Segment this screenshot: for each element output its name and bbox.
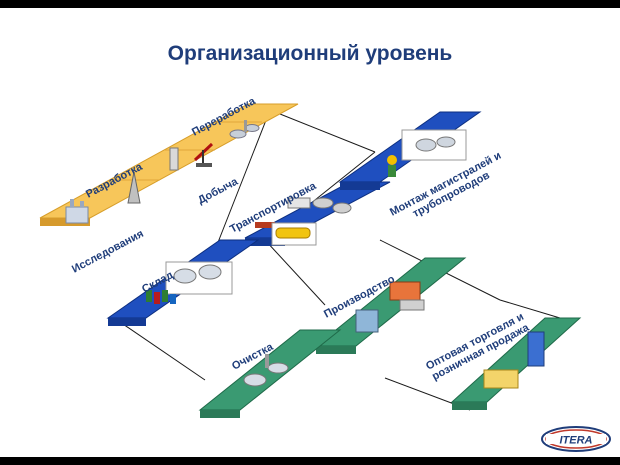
- itera-logo: ITERA: [541, 426, 611, 452]
- upstream-panel: [39, 103, 299, 226]
- top-bar: [0, 0, 620, 8]
- storage-tank-icon-2: [198, 264, 222, 280]
- production-panel: [314, 257, 467, 354]
- connector-transport-production: [264, 239, 326, 306]
- factory-unit-icon: [355, 309, 379, 333]
- storage-tank-icon: [173, 268, 197, 284]
- tank-truck-icon: [275, 227, 311, 239]
- cleaning-panel: [198, 329, 342, 418]
- truck-icon: [287, 197, 311, 209]
- research-tower-icon: [70, 199, 74, 207]
- montazh-tank-icon: [415, 138, 437, 152]
- transport-panel-edge-right: [340, 182, 380, 190]
- montazh-tank-icon-2: [436, 136, 456, 148]
- production-panel-edge: [316, 346, 356, 354]
- tanker-ship-icon: [255, 222, 275, 228]
- upstream-panel-face: [39, 103, 299, 219]
- transport-panel: [244, 111, 482, 246]
- trade-panel: [450, 317, 582, 410]
- research-building-icon: [65, 206, 89, 224]
- refinery-tanks-icon: [229, 120, 260, 139]
- barrels-icon: [146, 290, 176, 304]
- cleaning-tank-icon: [243, 373, 267, 387]
- logo-text: ITERA: [560, 435, 593, 447]
- bottom-bar: [0, 457, 620, 465]
- storage-panel-edge: [108, 318, 146, 326]
- pipe-segment-icon-2: [332, 202, 352, 214]
- machinery-icon: [399, 299, 425, 311]
- cleaning-tower-icon: [265, 354, 269, 368]
- research-tower-icon-2: [80, 201, 84, 207]
- pipe-segment-icon: [312, 197, 334, 209]
- cleaning-panel-edge: [200, 410, 240, 418]
- storage-panel: [106, 239, 260, 326]
- worker-body-icon: [388, 165, 396, 177]
- pump-jack-icon: [193, 142, 214, 167]
- connector-upstream-transport: [269, 109, 376, 153]
- retail-shoppers-icon: [483, 369, 519, 389]
- page-title: Организационный уровень: [167, 42, 453, 65]
- connector-trade-right: [499, 299, 561, 319]
- drilling-derrick-icon: [127, 171, 141, 204]
- office-building-icon: [527, 331, 545, 367]
- well-tower-icon: [169, 147, 179, 171]
- logo-ring: [541, 426, 611, 452]
- logo-band: [546, 434, 606, 444]
- worker-helmet-icon: [387, 155, 397, 165]
- connector-storage-cleaning: [119, 321, 206, 381]
- connector-upstream-storage: [214, 109, 271, 251]
- trade-panel-edge: [452, 402, 487, 410]
- cleaning-tank-icon-2: [267, 362, 289, 374]
